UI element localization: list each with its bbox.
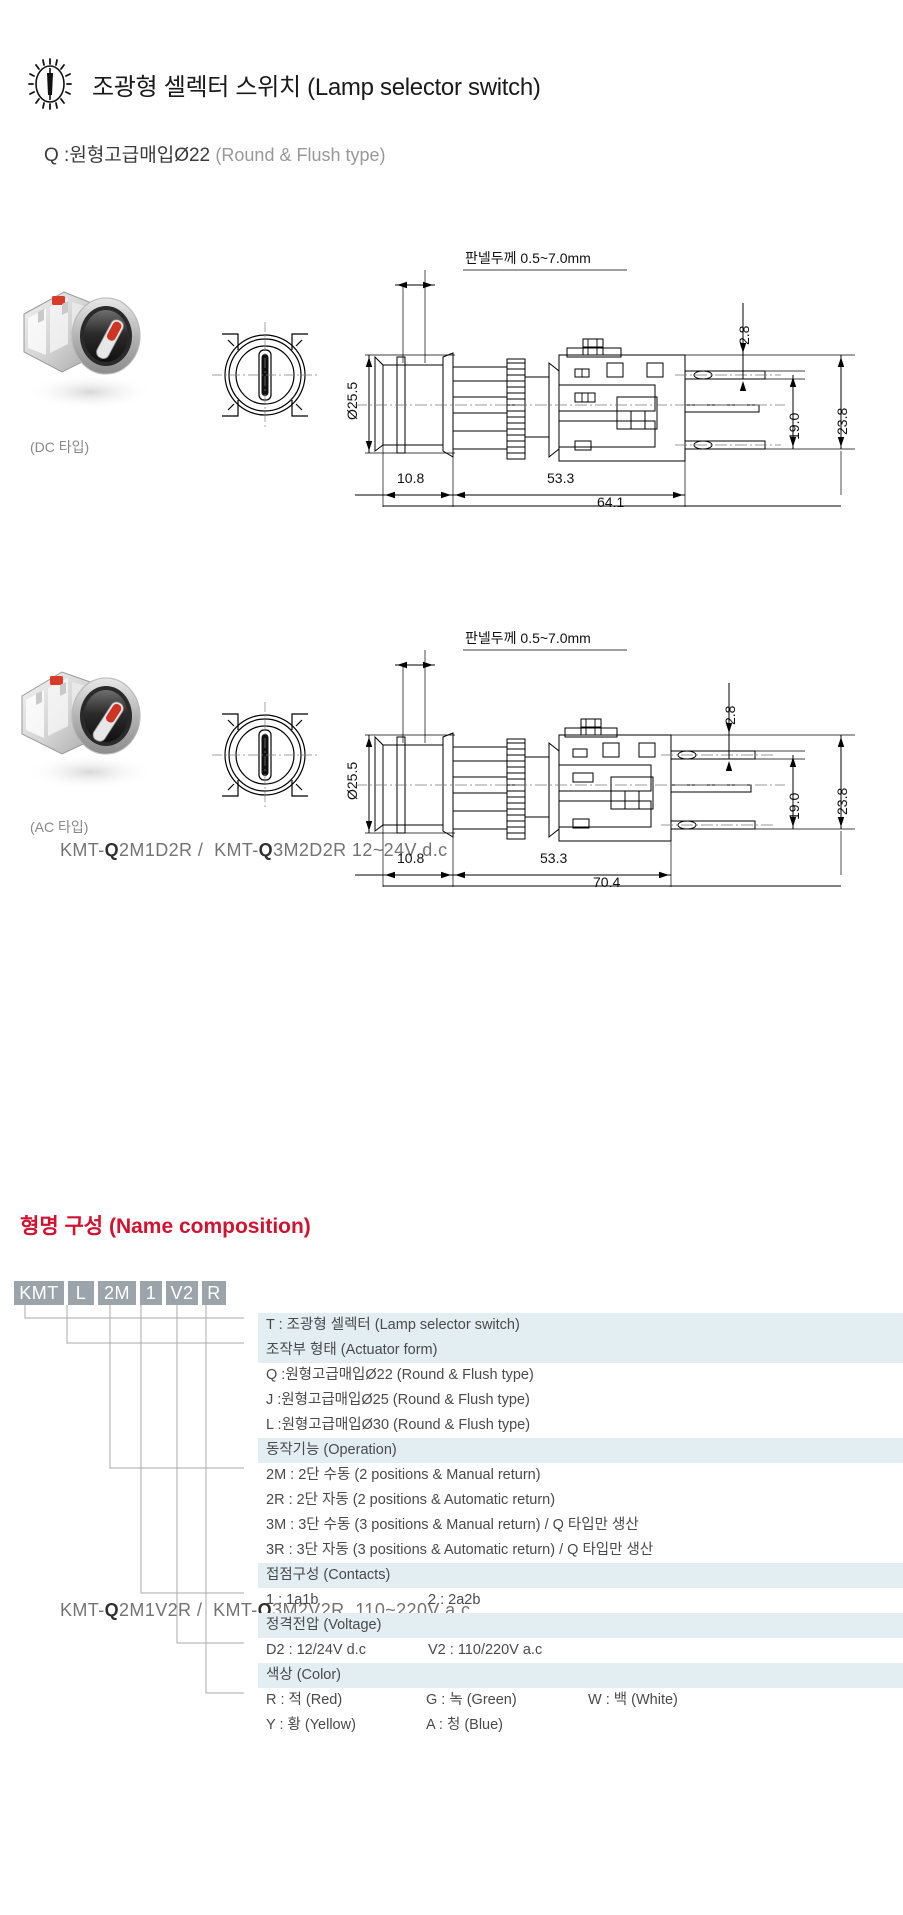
page-header: 조광형 셀렉터 스위치 (Lamp selector switch)	[24, 55, 541, 113]
nc-row-color-values-2: Y : 황 (Yellow) A : 청 (Blue)	[258, 1713, 903, 1738]
panel-note-ac: 판넬두께 0.5~7.0mm	[465, 630, 591, 646]
nc-contacts-1: 1 : 1a1b	[266, 1592, 319, 1608]
panel-note-dc: 판넬두께 0.5~7.0mm	[465, 250, 591, 266]
dim-28-ac: 2.8	[722, 705, 738, 725]
model1-bold: Q	[104, 840, 120, 860]
subtitle-paren: (Round & Flush type)	[215, 145, 386, 165]
nc-voltage-d2: D2 : 12/24V d.c	[266, 1642, 366, 1658]
model1-prefix-ac: KMT-	[60, 1600, 105, 1620]
model2-bold: Q	[258, 840, 274, 860]
code-box-contacts[interactable]: 1	[140, 1281, 162, 1305]
code-box-kmt[interactable]: KMT	[14, 1281, 64, 1305]
nc-contacts-2: 2 : 2a2b	[428, 1592, 481, 1608]
code-box-operation[interactable]: 2M	[98, 1281, 136, 1305]
code-box-voltage[interactable]: V2	[166, 1281, 198, 1305]
subtitle-main: Q :원형고급매입Ø22	[44, 145, 211, 166]
code-box-color[interactable]: R	[202, 1281, 226, 1305]
dim-238-ac: 23.8	[834, 788, 850, 815]
nc-voltage-v2: V2 : 110/220V a.c	[428, 1642, 543, 1658]
nc-row-actuator-q: Q :원형고급매입Ø22 (Round & Flush type)	[266, 1367, 534, 1383]
nc-color-g: G : 녹 (Green)	[426, 1692, 517, 1708]
photo-caption-ac: (AC 타입)	[30, 819, 89, 835]
dim-108-dc: 10.8	[397, 470, 424, 486]
code-box-actuator[interactable]: L	[68, 1281, 94, 1305]
dim-533-dc: 53.3	[547, 470, 574, 486]
nc-row-operation-3m: 3M : 3단 수동 (3 positions & Manual return)…	[266, 1517, 639, 1533]
model-voltage-dc: 12~24V d.c	[351, 840, 448, 860]
model1-prefix: KMT-	[60, 840, 105, 860]
nc-color-r: R : 적 (Red)	[266, 1692, 343, 1708]
subtitle: Q :원형고급매입Ø22 (Round & Flush type)	[44, 140, 386, 167]
name-composition-title: 형명 구성 (Name composition)	[20, 1215, 311, 1238]
model-line-dc: KMT-Q2M1D2R / KMT-Q3M2D2R 12~24V d.c	[60, 840, 448, 861]
product-photo-dc	[18, 270, 168, 415]
nc-row-voltage-head: 정격전압 (Voltage)	[258, 1613, 903, 1638]
nc-row-actuator-head: 조작부 형태 (Actuator form)	[258, 1338, 903, 1363]
dim-diameter-ac: Ø25.5	[344, 762, 360, 800]
side-view-ac: .dl2 { stroke:#000; stroke-width:1; fill…	[335, 625, 895, 890]
dim-190-ac: 19.0	[786, 793, 802, 820]
nc-row-contacts-head: 접점구성 (Contacts)	[258, 1563, 903, 1588]
nc-color-a: A : 청 (Blue)	[426, 1717, 504, 1733]
name-composition-table: T : 조광형 셀렉터 (Lamp selector switch) 조작부 형…	[258, 1313, 903, 1738]
nc-color-y: Y : 황 (Yellow)	[266, 1717, 356, 1733]
model1-rest-ac: 2M1V2R /	[119, 1600, 203, 1620]
dim-533-ac: 53.3	[540, 850, 567, 866]
model1-bold-ac: Q	[104, 1600, 120, 1620]
nc-row-operation-2m: 2M : 2단 수동 (2 positions & Manual return)	[266, 1467, 541, 1483]
nc-color-w: W : 백 (White)	[588, 1692, 678, 1708]
page-title: 조광형 셀렉터 스위치 (Lamp selector switch)	[92, 73, 541, 101]
model2-prefix: KMT-	[214, 840, 259, 860]
dim-28-dc: 2.8	[736, 325, 752, 345]
dim-total-dc: 64.1	[597, 494, 624, 510]
dim-190-dc: 19.0	[786, 413, 802, 440]
nc-row-operation-3r: 3R : 3단 자동 (3 positions & Automatic retu…	[266, 1542, 654, 1558]
model-line-ac: KMT-Q2M1V2R / KMT-Q3M2V2R 110~220V a.c	[60, 1600, 470, 1621]
product-photo-ac	[18, 650, 168, 795]
name-composition-code-row: KMT L 2M 1 V2 R	[14, 1281, 226, 1305]
model2-rest: 3M2D2R	[273, 840, 347, 860]
nc-row-operation-2r: 2R : 2단 자동 (2 positions & Automatic retu…	[266, 1492, 556, 1508]
model1-rest: 2M1D2R /	[119, 840, 204, 860]
nc-row-color-values-1: R : 적 (Red) G : 녹 (Green) W : 백 (White)	[258, 1688, 903, 1713]
dim-diameter-dc: Ø25.5	[344, 382, 360, 420]
photo-caption-dc: (DC 타입)	[30, 439, 90, 455]
nc-row-contacts-values: 1 : 1a1b 2 : 2a2b	[258, 1588, 903, 1613]
nc-row-actuator-l: L :원형고급매입Ø30 (Round & Flush type)	[266, 1417, 531, 1433]
dim-total-ac: 70.4	[593, 874, 620, 890]
nc-row-voltage-values: D2 : 12/24V d.c V2 : 110/220V a.c	[258, 1638, 903, 1663]
selector-switch-icon	[24, 55, 76, 113]
model2-prefix-ac: KMT-	[213, 1600, 258, 1620]
nc-row-operation-head: 동작기능 (Operation)	[258, 1438, 903, 1463]
nc-row-actuator-j: J :원형고급매입Ø25 (Round & Flush type)	[266, 1392, 530, 1408]
nc-row-type: T : 조광형 셀렉터 (Lamp selector switch)	[258, 1313, 903, 1338]
dim-108-ac: 10.8	[397, 850, 424, 866]
dim-238-dc: 23.8	[834, 408, 850, 435]
side-view-dc: .dl { stroke:#000; stroke-width:1; fill:…	[335, 245, 895, 510]
front-view-dc	[200, 310, 330, 440]
front-view-ac	[200, 690, 330, 820]
name-composition-connector-tree	[0, 1300, 280, 1860]
nc-row-color-head: 색상 (Color)	[258, 1663, 903, 1688]
